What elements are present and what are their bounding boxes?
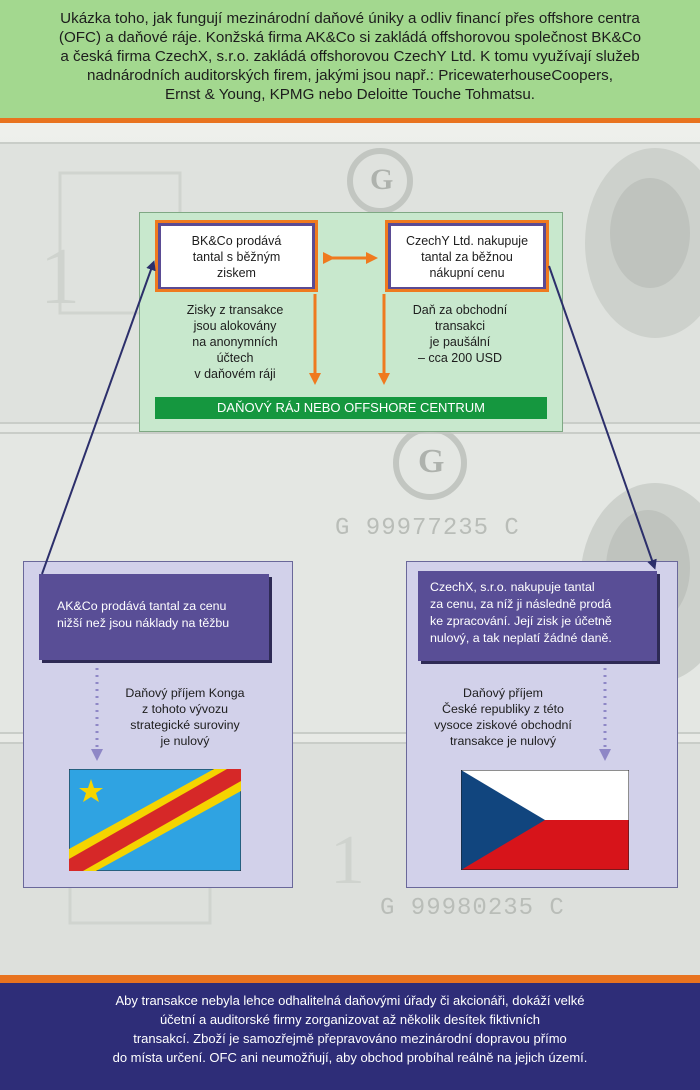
footer-text: Aby transakce nebyla lehce odhalitelná d… xyxy=(112,993,588,1065)
czechy-text: CzechY Ltd. nakupuje tantal za běžnou ná… xyxy=(391,226,543,287)
bk-co-text: BK&Co prodává tantal s běžným ziskem xyxy=(161,226,312,287)
footer-band xyxy=(0,983,700,1090)
intro-text: Ukázka toho, jak fungují mezinárodní daň… xyxy=(0,0,700,120)
offshore-center-bar: DAŇOVÝ RÁJ NEBO OFFSHORE CENTRUM xyxy=(155,397,547,419)
svg-text:1: 1 xyxy=(330,822,365,899)
czechx-box: CzechX, s.r.o. nakupuje tantal za cenu, … xyxy=(418,571,657,661)
ak-co-box: AK&Co prodává tantal za cenu nižší než j… xyxy=(39,574,269,660)
congo-flag xyxy=(69,769,241,871)
banknote-serial: G 99977235 C xyxy=(335,515,520,542)
flat-tax-note: Daň za obchodní transakci je paušální – … xyxy=(412,303,508,365)
footer-divider xyxy=(0,975,700,983)
congo-revenue-note: Daňový příjem Konga z tohoto vývozu stra… xyxy=(125,686,245,748)
header-divider xyxy=(0,118,700,123)
profit-allocation-note: Zisky z transakce jsou alokovány na anon… xyxy=(186,303,284,381)
svg-text:1: 1 xyxy=(40,233,80,321)
bk-co-box: BK&Co prodává tantal s běžným ziskem xyxy=(155,220,318,292)
czechy-box: CzechY Ltd. nakupuje tantal za běžnou ná… xyxy=(385,220,549,292)
star-icon xyxy=(79,779,103,802)
czech-flag xyxy=(461,770,629,870)
seal-letter-2: G xyxy=(418,443,445,480)
czech-revenue-note: Daňový příjem České republiky z této vys… xyxy=(434,686,572,748)
banknote-serial: G 99980235 C xyxy=(380,895,565,922)
seal-letter: G xyxy=(370,163,394,196)
